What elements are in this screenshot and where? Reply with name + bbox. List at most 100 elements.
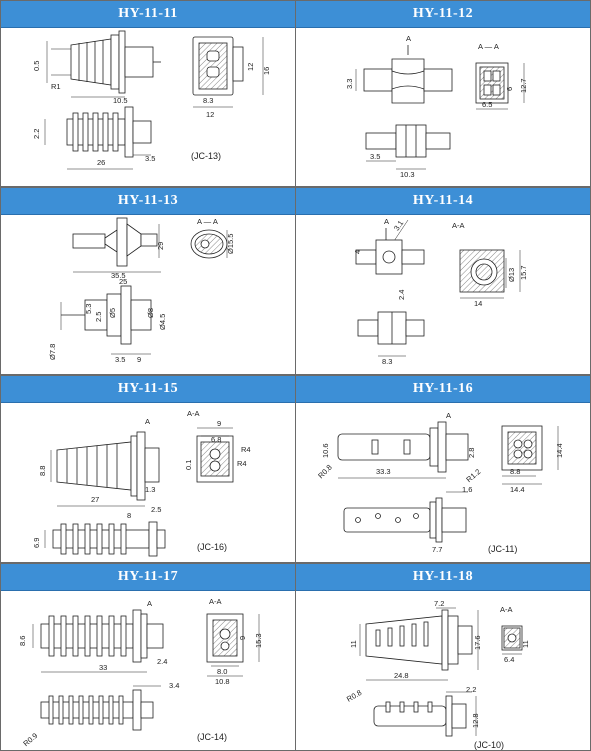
product-title: HY-11-18 bbox=[296, 564, 590, 591]
section-label: A-A bbox=[187, 409, 200, 418]
model-note: (JC-16) bbox=[197, 542, 227, 552]
dim-label: 4 bbox=[353, 250, 362, 254]
dim-label: 12.7 bbox=[519, 78, 528, 93]
product-title: HY-11-13 bbox=[1, 188, 295, 215]
dim-label: 11 bbox=[349, 640, 358, 648]
dim-label: 10.8 bbox=[215, 677, 230, 686]
dim-label: 3.4 bbox=[169, 681, 179, 690]
dim-label: 6.8 bbox=[211, 435, 221, 444]
dim-label: 6.5 bbox=[482, 100, 492, 109]
dim-label: 8.0 bbox=[217, 667, 227, 676]
dim-label: 3.5 bbox=[145, 154, 155, 163]
dim-label: R1.2 bbox=[464, 467, 482, 484]
dim-label: Ø4.5 bbox=[158, 314, 167, 330]
dim-label: 35.5 bbox=[111, 271, 126, 280]
product-cell-hy-11-12: HY-11-12 A 3.3 3.5 10.3 A — A 6 12.7 6.5 bbox=[295, 0, 591, 187]
dim-label: 3.5 bbox=[370, 152, 380, 161]
dim-label: R1 bbox=[51, 82, 61, 91]
product-cell-hy-11-11: HY-11-11 0.5 R1 10.5 bbox=[0, 0, 296, 187]
technical-drawing: 0.5 R1 10.5 2.2 26 3.5 bbox=[32, 30, 271, 170]
dim-label: 14.4 bbox=[510, 485, 525, 494]
section-marker: A bbox=[147, 599, 152, 608]
dim-label: 12 bbox=[206, 110, 214, 119]
dim-label: 16 bbox=[262, 67, 271, 75]
dim-label: 14.4 bbox=[555, 443, 564, 458]
dim-label: Ø7.8 bbox=[48, 344, 57, 360]
product-title: HY-11-12 bbox=[296, 1, 590, 28]
dim-label: R0.8 bbox=[316, 463, 334, 481]
product-title: HY-11-17 bbox=[1, 564, 295, 591]
dim-label: 8.3 bbox=[382, 357, 392, 366]
dim-label: 2.5 bbox=[151, 505, 161, 514]
dim-label: 10.5 bbox=[113, 96, 128, 105]
model-note: (JC-14) bbox=[197, 732, 227, 742]
dim-label: 26 bbox=[97, 158, 105, 167]
dim-label: 11 bbox=[521, 640, 530, 648]
dim-label: 33.3 bbox=[376, 467, 391, 476]
dim-label: 6.4 bbox=[504, 655, 514, 664]
dim-label: 1.3 bbox=[145, 485, 155, 494]
dim-label: 2.5 bbox=[94, 312, 103, 322]
technical-drawing: A 3.1 4 2.4 8.3 A-A Ø13 15.7 14 bbox=[353, 217, 528, 366]
dim-label: 0.5 bbox=[32, 61, 41, 71]
dim-label: 14 bbox=[474, 299, 482, 308]
dim-label: 3.1 bbox=[392, 219, 405, 233]
dim-label: Ø8 bbox=[146, 308, 155, 318]
product-cell-hy-11-14: HY-11-14 A 3.1 4 2.4 8.3 A-A Ø13 15.7 14 bbox=[295, 187, 591, 375]
dim-label: 5.3 bbox=[84, 304, 93, 314]
dim-label: 7.2 bbox=[434, 599, 444, 608]
dim-label: 29 bbox=[156, 242, 165, 250]
section-label: A-A bbox=[209, 597, 222, 606]
dim-label: 9 bbox=[137, 355, 141, 364]
section-label: A-A bbox=[500, 605, 513, 614]
dim-label: 15.3 bbox=[254, 633, 263, 648]
product-cell-hy-11-15: HY-11-15 A 8.8 27 1.3 6.9 2.5 8 A-A bbox=[0, 375, 296, 563]
technical-drawing: A 8.6 33 2.4 3.4 R0.9 A-A bbox=[18, 597, 263, 748]
model-note: (JC-11) bbox=[488, 544, 517, 554]
technical-drawing: A 10.6 2.8 R0.8 33.3 R1.2 1.6 7.7 8.8 bbox=[316, 411, 564, 554]
dim-label: 2.8 bbox=[467, 448, 476, 458]
dim-label: R4 bbox=[237, 459, 247, 468]
section-label: A-A bbox=[452, 221, 465, 230]
dim-label: 17.6 bbox=[473, 635, 482, 650]
technical-drawing: 29 35.5 Ø7.8 5.3 2.5 Ø5 Ø8 Ø4.5 3.5 9 25… bbox=[48, 217, 235, 364]
dim-label: 3.3 bbox=[345, 79, 354, 89]
dim-label: R0.8 bbox=[345, 688, 363, 704]
product-cell-hy-11-13: HY-11-13 29 35.5 Ø7.8 5.3 2.5 Ø5 Ø8 Ø4.5… bbox=[0, 187, 296, 375]
dim-label: 1.6 bbox=[462, 485, 472, 494]
dim-label: 27 bbox=[91, 495, 99, 504]
dim-label: 0.1 bbox=[184, 460, 193, 470]
dim-label: 3.5 bbox=[115, 355, 125, 364]
product-title: HY-11-11 bbox=[1, 1, 295, 28]
dim-label: 10.6 bbox=[321, 443, 330, 458]
dim-label: 15.7 bbox=[519, 265, 528, 280]
dim-label: R4 bbox=[241, 445, 251, 454]
dim-label: 6 bbox=[505, 87, 514, 91]
dim-label: 8.3 bbox=[203, 96, 213, 105]
dim-label: 24.8 bbox=[394, 671, 409, 680]
dim-label: 8.6 bbox=[18, 636, 27, 646]
dim-label: 33 bbox=[99, 663, 107, 672]
section-marker: A bbox=[145, 417, 150, 426]
dim-label: Ø15.5 bbox=[226, 234, 235, 254]
product-cell-hy-11-16: HY-11-16 A 10.6 2.8 R0.8 33.3 R1.2 1.6 7… bbox=[295, 375, 591, 563]
section-label: A — A bbox=[197, 217, 218, 226]
dim-label: 6.9 bbox=[32, 538, 41, 548]
section-marker: A bbox=[446, 411, 451, 420]
product-cell-hy-11-17: HY-11-17 A 8.6 33 2.4 3.4 R0.9 A-A bbox=[0, 563, 296, 751]
dim-label: 10.3 bbox=[400, 170, 415, 179]
section-label: A — A bbox=[478, 42, 499, 51]
section-marker: A bbox=[384, 217, 389, 226]
dim-label: 7.7 bbox=[432, 545, 442, 554]
dim-label: 2.2 bbox=[32, 129, 41, 139]
dim-label: Ø13 bbox=[507, 268, 516, 282]
technical-drawing: 7.2 11 17.6 24.8 R0.8 2.2 12.8 A-A bbox=[345, 599, 530, 750]
dim-label: 8 bbox=[127, 511, 131, 520]
technical-drawing: A 3.3 3.5 10.3 A — A 6 12.7 6.5 bbox=[345, 34, 528, 179]
dim-label: 8.8 bbox=[38, 466, 47, 476]
dim-label: 25 bbox=[119, 277, 127, 286]
product-title: HY-11-16 bbox=[296, 376, 590, 403]
dim-label: 8.8 bbox=[510, 467, 520, 476]
dim-label: 12 bbox=[246, 63, 255, 71]
dim-label: 9 bbox=[238, 636, 247, 640]
